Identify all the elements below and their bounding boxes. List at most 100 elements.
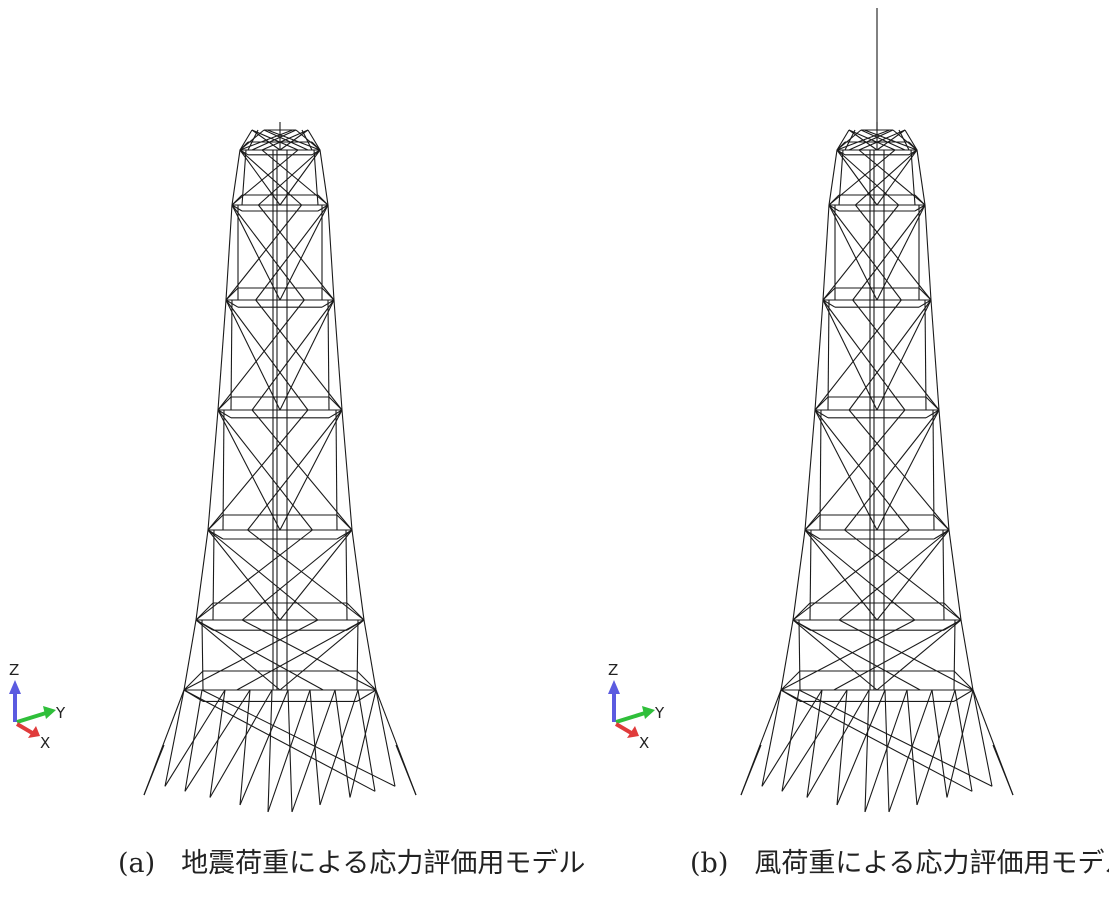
leg <box>217 299 227 411</box>
z-arrowhead <box>608 680 620 694</box>
brace <box>848 129 896 151</box>
leg-inner <box>356 619 359 691</box>
leg-inner <box>798 619 801 691</box>
y-axis-arrow <box>615 711 646 724</box>
floor-edge <box>231 204 243 212</box>
base-brace <box>780 689 973 792</box>
base-outrigger <box>375 689 417 796</box>
leg-inner <box>953 619 956 691</box>
brace <box>844 409 940 531</box>
brace <box>828 204 878 301</box>
base-brace <box>239 689 289 806</box>
brace <box>279 129 309 151</box>
caption-a: (a)地震荷重による応力評価用モデル <box>118 844 585 884</box>
base-brace <box>291 689 336 813</box>
brace <box>251 299 335 411</box>
brace <box>836 149 899 206</box>
floor-edge <box>780 670 801 691</box>
base-brace <box>916 689 956 806</box>
brace <box>876 299 932 411</box>
brace <box>804 529 878 621</box>
x-arrowhead <box>627 726 639 738</box>
leg <box>319 149 329 206</box>
brace <box>251 129 281 151</box>
leg <box>822 204 830 301</box>
brace <box>279 149 321 206</box>
y-axis-label: Y <box>654 704 665 722</box>
brace <box>848 299 932 411</box>
x-axis-label: X <box>40 734 50 752</box>
leg <box>351 529 365 621</box>
brace <box>231 204 305 301</box>
brace <box>183 619 319 691</box>
base-outrigger <box>740 689 782 796</box>
leg-inner <box>809 529 812 621</box>
floor-edge <box>828 204 840 212</box>
x-axis-arrow <box>614 722 635 736</box>
brace <box>241 529 353 621</box>
base-brace <box>946 689 974 798</box>
base-outrigger <box>143 689 185 796</box>
brace <box>195 619 281 691</box>
brace <box>195 619 324 691</box>
floor-edge <box>953 689 974 702</box>
brace <box>241 619 377 691</box>
leg-inner <box>335 409 338 531</box>
y-arrowhead <box>43 706 56 719</box>
leg <box>916 149 926 206</box>
x-arrowhead <box>28 726 40 738</box>
base-leg <box>931 689 948 798</box>
x-axis-label: X <box>639 734 649 752</box>
floor-edge <box>356 689 377 702</box>
leg <box>924 204 932 301</box>
brace <box>247 529 365 621</box>
brace <box>255 204 329 301</box>
brace <box>855 149 918 206</box>
leg <box>930 299 940 411</box>
leg <box>828 149 838 206</box>
brace <box>822 299 878 411</box>
brace <box>217 409 313 531</box>
brace <box>207 409 309 531</box>
leg-inner <box>819 409 822 531</box>
leg <box>239 129 253 151</box>
axis-triad-a: Z Y X <box>9 661 66 752</box>
base-leg <box>761 689 782 787</box>
leg-inner <box>345 529 348 621</box>
base-leg <box>309 689 321 806</box>
base-leg <box>884 689 890 813</box>
base-leg <box>836 689 848 806</box>
brace <box>792 619 921 691</box>
base-outrigger <box>972 689 1014 796</box>
x-axis-arrow <box>15 722 36 736</box>
base-leg <box>781 689 800 792</box>
floor-edge <box>914 204 926 212</box>
base-leg <box>972 689 993 787</box>
z-arrowhead <box>9 680 21 694</box>
leg <box>207 409 219 531</box>
base-leg <box>239 689 251 806</box>
floor-edge <box>953 670 974 691</box>
brace <box>792 619 878 691</box>
tower-wireframe-a <box>143 122 417 813</box>
leg-inner <box>942 529 945 621</box>
brace <box>780 619 916 691</box>
base-brace <box>806 689 870 798</box>
caption-b-label: (b) <box>690 848 729 879</box>
base-leg <box>287 689 293 813</box>
leg <box>780 619 794 691</box>
base-leg <box>267 689 273 813</box>
brace <box>836 149 878 206</box>
base-brace <box>349 689 377 798</box>
brace <box>231 204 281 301</box>
brace <box>848 409 950 531</box>
base-leg <box>375 689 396 787</box>
base-leg <box>184 689 203 792</box>
brace <box>854 204 932 301</box>
brace <box>844 529 962 621</box>
base-brace <box>209 689 273 798</box>
brace <box>814 409 878 531</box>
base-leg <box>806 689 823 798</box>
brace <box>828 149 896 206</box>
brace <box>876 619 962 691</box>
